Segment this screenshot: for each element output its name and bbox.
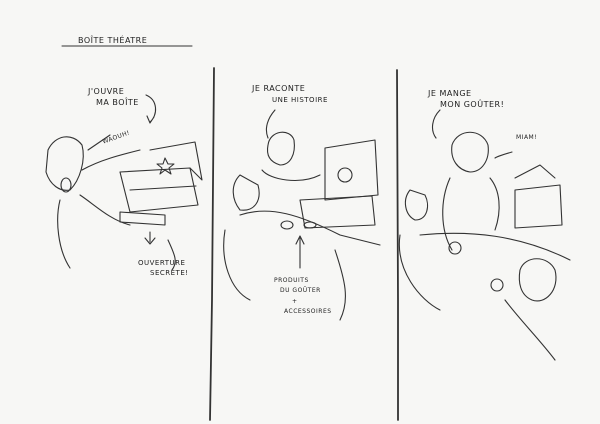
panel-1-caption-line2: MA BOÎTE (96, 98, 139, 107)
panel-3-caption-line1: JE MANGE (428, 89, 472, 98)
panel-3-drawing (398, 109, 571, 361)
panel-1-caption-line1: J'OUVRE (88, 87, 125, 96)
panel-2-drawing (223, 109, 381, 321)
panel-2-note-line4: ACCESSOIRES (284, 308, 332, 315)
panel-1-note-line1: OUVERTURE (138, 259, 186, 267)
panel-1-note-line2: SECRÈTE! (150, 269, 189, 277)
panel-divider (209, 67, 215, 421)
panel-3-caption-line2: MON GOÛTER! (440, 100, 505, 109)
panel-2-note-line2: DU GOÛTER (280, 287, 321, 294)
panel-3-exclamation: MIAM! (516, 134, 538, 141)
panel-divider (396, 69, 399, 421)
page-title: BOÎTE THÉATRE (78, 36, 148, 45)
panel-2-caption-line2: UNE HISTOIRE (272, 96, 328, 104)
panel-2-note-line3: + (292, 298, 298, 305)
panel-2-note-line1: PRODUITS (274, 277, 309, 284)
panel-2-caption-line1: JE RACONTE (252, 84, 306, 93)
panel-1-drawing (45, 94, 203, 271)
